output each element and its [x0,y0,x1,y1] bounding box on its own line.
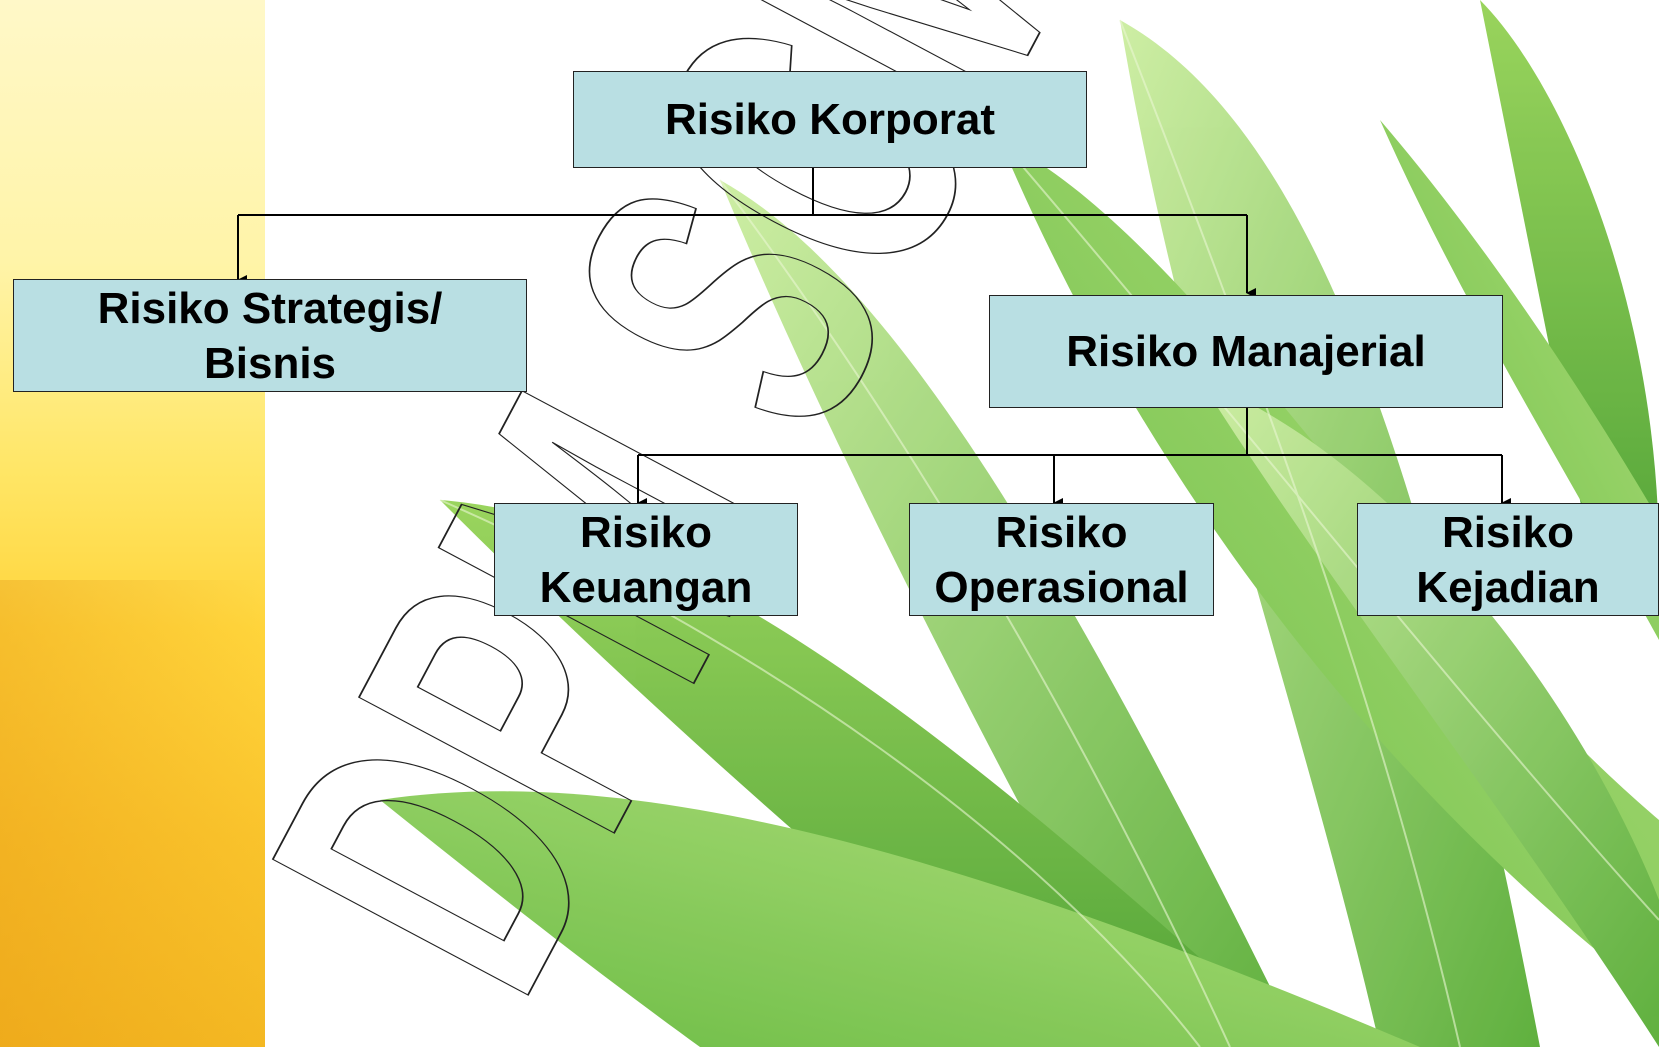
node-risiko-keuangan: Risiko Keuangan [494,503,798,616]
node-risiko-operasional: Risiko Operasional [909,503,1214,616]
node-risiko-manajerial: Risiko Manajerial [989,295,1503,408]
node-risiko-kejadian: Risiko Kejadian [1357,503,1659,616]
node-risiko-korporat: Risiko Korporat [573,71,1087,168]
node-risiko-strategis-bisnis: Risiko Strategis/ Bisnis [13,279,527,392]
